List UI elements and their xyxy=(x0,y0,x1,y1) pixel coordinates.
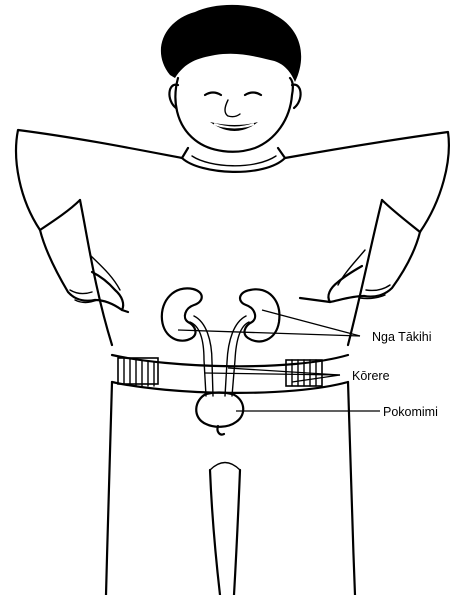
person-shirt xyxy=(16,130,449,345)
person-face xyxy=(169,78,300,152)
left-hand xyxy=(40,230,128,312)
ureters xyxy=(190,316,249,396)
bladder xyxy=(196,393,243,435)
kidneys xyxy=(162,288,280,341)
label-ureters: Kōrere xyxy=(352,369,390,383)
label-kidneys: Nga Tākihi xyxy=(372,330,432,344)
trousers xyxy=(106,382,355,595)
label-bladder: Pokomimi xyxy=(383,405,438,419)
person-hair xyxy=(161,5,301,82)
